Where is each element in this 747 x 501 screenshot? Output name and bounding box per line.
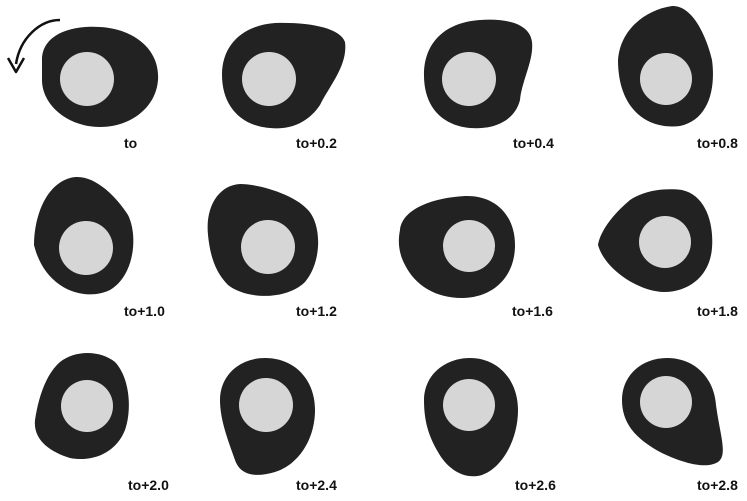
core-circle — [639, 216, 691, 268]
core-circle — [61, 380, 113, 432]
core-circle — [640, 53, 692, 105]
core-circle — [242, 52, 296, 106]
frame-label: to+0.8 — [697, 135, 738, 151]
core-circle — [60, 52, 114, 106]
core-circle — [443, 379, 495, 431]
core-circle — [241, 220, 295, 274]
frame-label: to+2.4 — [296, 477, 337, 493]
core-circle — [640, 376, 692, 428]
frame-label: to+2.8 — [697, 477, 738, 493]
frame-label: to+1.0 — [124, 303, 165, 319]
frame-label: to+2.6 — [515, 477, 556, 493]
frame-label: to+1.8 — [697, 303, 738, 319]
frame-label: to+0.2 — [296, 135, 337, 151]
frame-label: to+0.4 — [513, 135, 554, 151]
core-circle — [239, 378, 293, 432]
core-circle — [443, 220, 495, 272]
frame-label: to+2.0 — [128, 477, 169, 493]
frame-label: to+1.6 — [512, 303, 553, 319]
core-circle — [59, 221, 113, 275]
frame-label: to+1.2 — [296, 303, 337, 319]
core-circle — [442, 52, 496, 106]
frame-label: to — [124, 135, 137, 151]
